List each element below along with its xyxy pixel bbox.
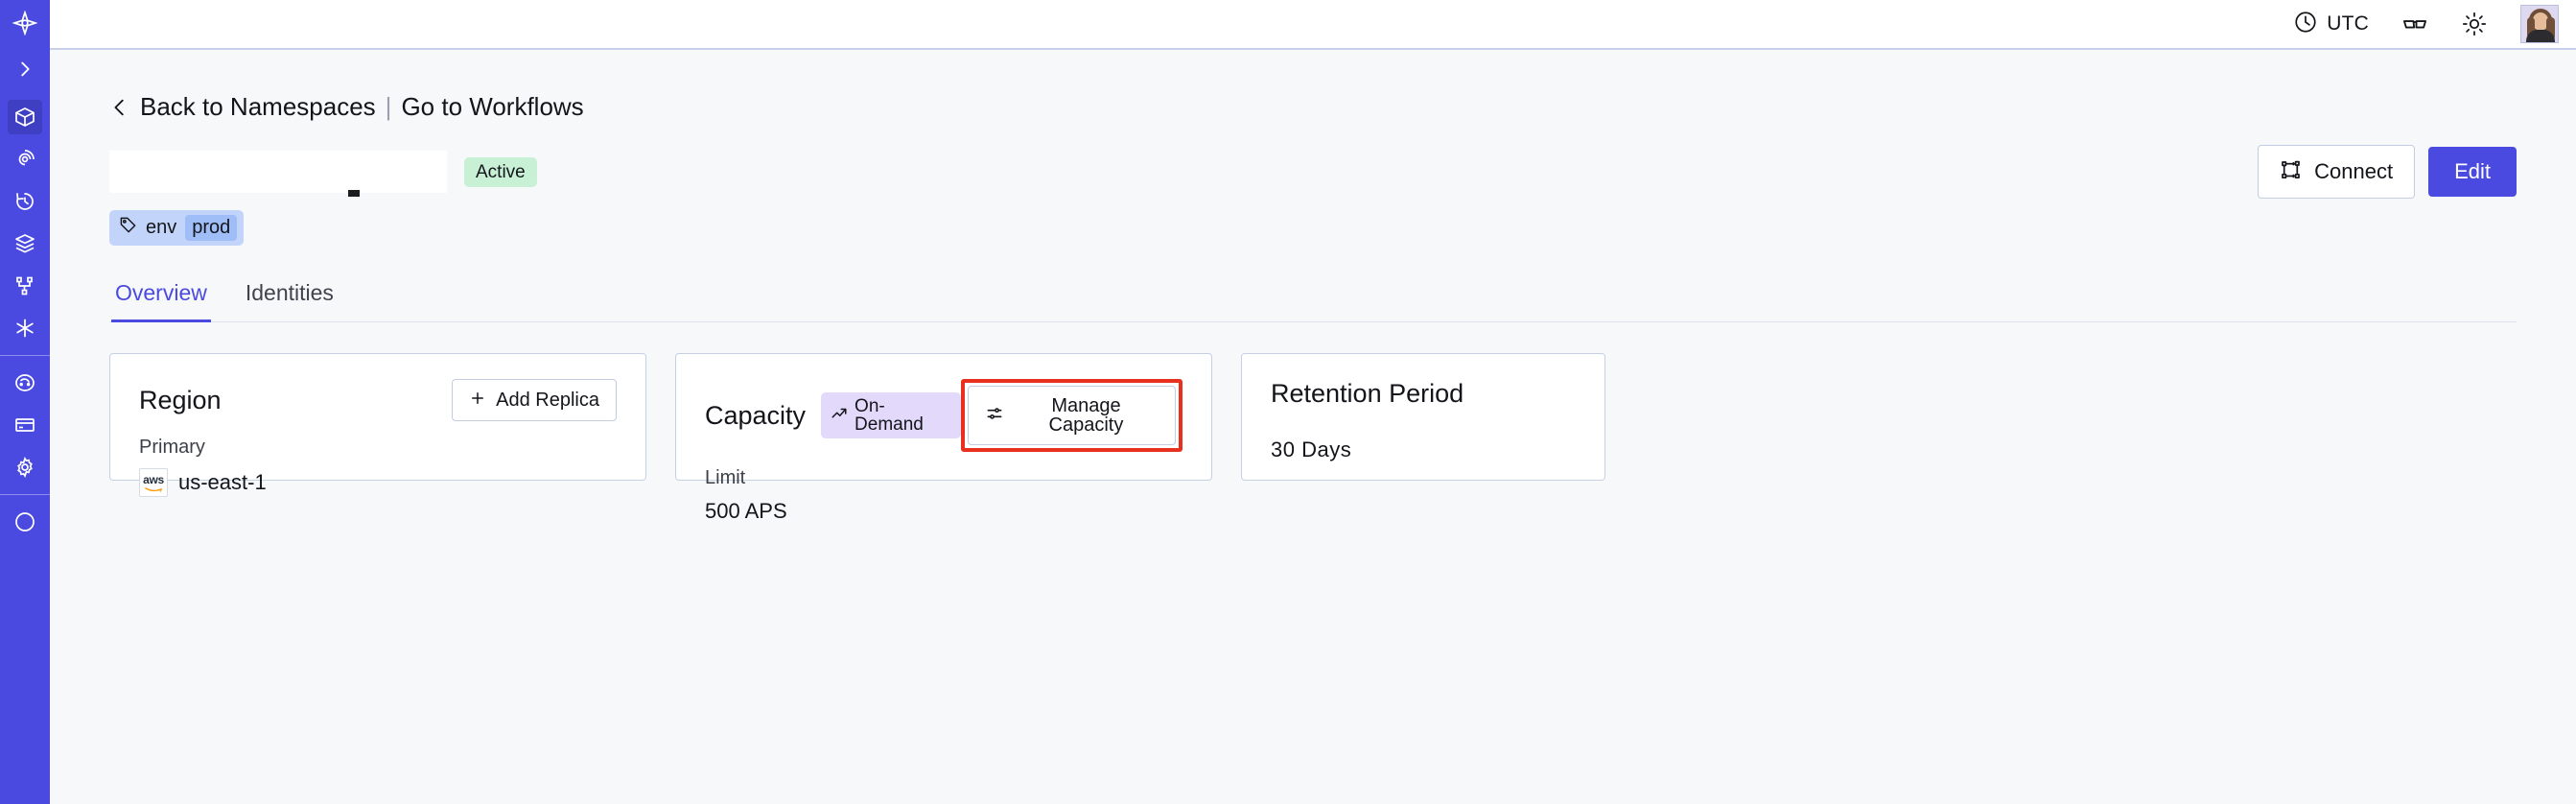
overview-cards: Region Add Replica Primary	[109, 353, 2517, 523]
glasses-icon[interactable]	[2401, 11, 2428, 37]
region-card-header: Region Add Replica	[139, 379, 617, 421]
region-value: us-east-1	[178, 470, 267, 494]
sidebar-item-nexus[interactable]	[8, 311, 42, 345]
cube-icon	[13, 106, 36, 129]
sidebar-item-workflows[interactable]	[8, 269, 42, 303]
sidebar	[0, 0, 50, 804]
retention-card-title: Retention Period	[1271, 379, 1464, 408]
expand-sidebar-icon[interactable]	[8, 52, 42, 86]
breadcrumb-separator: |	[385, 92, 392, 121]
main-area: UTC	[50, 0, 2576, 804]
sidebar-item-namespaces[interactable]	[8, 100, 42, 134]
spiral-eye-icon	[13, 148, 36, 171]
namespace-header: Active	[109, 145, 2517, 199]
user-avatar[interactable]	[2520, 5, 2559, 43]
breadcrumb-workflows-link[interactable]: Go to Workflows	[401, 92, 584, 121]
gauge-icon	[13, 371, 36, 394]
add-replica-button[interactable]: Add Replica	[452, 379, 617, 421]
temporal-logo-icon[interactable]	[8, 6, 42, 40]
connect-button[interactable]: Connect	[2258, 145, 2416, 199]
tab-bar: Overview Identities	[109, 274, 2517, 322]
breadcrumb: Back to Namespaces | Go to Workflows	[109, 92, 2517, 122]
tab-overview[interactable]: Overview	[111, 274, 211, 322]
retention-card: Retention Period 30 Days	[1241, 353, 1605, 481]
retention-value: 30 Days	[1271, 437, 1352, 461]
topbar: UTC	[50, 0, 2576, 50]
sliders-icon	[985, 404, 1004, 427]
clock-history-icon	[13, 190, 36, 213]
credit-card-icon	[13, 414, 36, 437]
breadcrumb-back-link[interactable]: Back to Namespaces	[140, 92, 376, 121]
timezone-selector[interactable]: UTC	[2293, 10, 2369, 39]
header-actions: Connect Edit	[2258, 145, 2517, 199]
aws-logo-icon: aws	[139, 468, 168, 497]
sidebar-item-settings[interactable]	[8, 450, 42, 485]
capacity-value: 500 APS	[705, 499, 787, 523]
page-content: Back to Namespaces | Go to Workflows Act…	[50, 50, 2576, 804]
chevron-left-icon[interactable]	[109, 95, 130, 120]
tag-icon	[119, 216, 137, 240]
manage-capacity-label: Manage Capacity	[1048, 395, 1124, 436]
capacity-card-title: Capacity	[705, 400, 807, 430]
sidebar-divider-1	[0, 355, 50, 356]
namespace-tag[interactable]: env prod	[109, 210, 245, 246]
region-sub-label: Primary	[139, 437, 205, 458]
sidebar-item-schedules[interactable]	[8, 184, 42, 219]
tag-key: env	[146, 217, 177, 238]
capacity-mode-label: On-Demand	[855, 396, 924, 435]
sidebar-item-billing[interactable]	[8, 408, 42, 442]
git-branch-icon	[13, 274, 36, 297]
connect-flow-icon	[2280, 158, 2303, 185]
region-card: Region Add Replica Primary	[109, 353, 646, 497]
region-value-row: aws us-east-1	[139, 468, 617, 497]
sidebar-divider-2	[0, 494, 50, 495]
capacity-card-header: Capacity On-Demand	[705, 379, 1183, 452]
sidebar-item-observability[interactable]	[8, 142, 42, 177]
region-card-title: Region	[139, 385, 222, 414]
status-badge: Active	[464, 156, 537, 187]
edit-label: Edit	[2454, 159, 2491, 183]
asterisk-icon	[13, 317, 36, 340]
sidebar-item-batch-operations[interactable]	[8, 226, 42, 261]
tag-value: prod	[185, 215, 238, 241]
trending-up-icon	[831, 405, 848, 426]
tag-row: env prod	[109, 210, 2517, 246]
layers-icon	[13, 232, 36, 255]
capacity-card: Capacity On-Demand	[675, 353, 1212, 523]
add-replica-label: Add Replica	[496, 390, 599, 411]
connect-label: Connect	[2314, 159, 2394, 183]
sun-icon[interactable]	[2461, 11, 2488, 37]
capacity-mode-badge: On-Demand	[821, 392, 961, 438]
retention-card-header: Retention Period	[1271, 379, 1576, 409]
capacity-sub-label: Limit	[705, 467, 746, 488]
clock-icon	[2293, 10, 2318, 39]
help-circle-icon	[13, 510, 36, 533]
sidebar-item-help[interactable]	[8, 505, 42, 539]
gear-icon	[13, 456, 36, 479]
namespace-title-redacted	[109, 151, 447, 197]
tab-identities[interactable]: Identities	[245, 280, 334, 305]
edit-button[interactable]: Edit	[2428, 147, 2517, 197]
plus-icon	[469, 390, 486, 411]
sidebar-item-usage[interactable]	[8, 366, 42, 400]
manage-capacity-button[interactable]: Manage Capacity	[967, 386, 1176, 445]
timezone-label: UTC	[2327, 12, 2369, 35]
manage-capacity-highlight: Manage Capacity	[960, 379, 1183, 452]
